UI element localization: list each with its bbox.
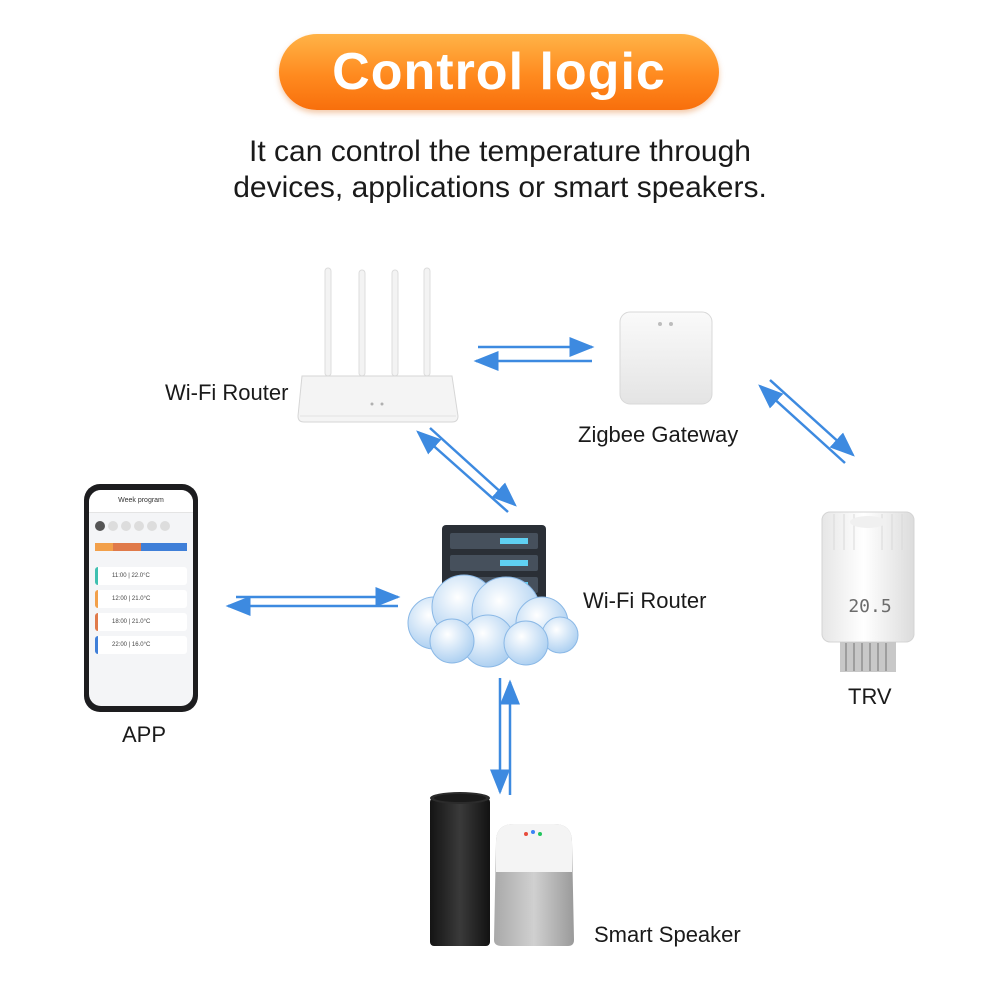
wifi-router-icon (297, 267, 459, 423)
page-title: Control logic (332, 43, 666, 101)
smart-speaker-icon (430, 792, 574, 946)
smart-speaker-label: Smart Speaker (594, 922, 741, 947)
schedule-row[interactable]: 18:00 | 21.0°C (95, 613, 187, 631)
cloud-server-icon (407, 525, 579, 668)
arrow-cloud-to-router (416, 430, 509, 513)
trv-label: TRV (848, 684, 892, 709)
trv-icon: 20.5 (821, 511, 915, 672)
schedule-row[interactable]: 22:00 | 16.0°C (95, 636, 187, 654)
arrow-gateway-to-trv (769, 379, 855, 457)
title-pill: Control logic (279, 34, 719, 110)
subtitle-line-1: It can control the temperature through (249, 135, 751, 168)
app-screen-header: Week program (89, 490, 193, 513)
schedule-row[interactable]: 12:00 | 21.0°C (95, 590, 187, 608)
day-selector (95, 521, 187, 531)
schedule-list: 11:00 | 22.0°C 12:00 | 21.0°C 18:00 | 21… (95, 567, 187, 654)
schedule-row[interactable]: 11:00 | 22.0°C (95, 567, 187, 585)
app-label: APP (122, 722, 167, 747)
trv-display: 20.5 (848, 596, 891, 617)
phone-icon: Week program 11:00 | 22.0°C 12:00 | 21.0… (84, 484, 198, 712)
arrow-router-to-cloud (429, 427, 517, 507)
zigbee-gateway-label: Zigbee Gateway (578, 422, 739, 447)
zigbee-gateway-icon (619, 311, 713, 405)
arrow-trv-to-gateway (758, 384, 846, 464)
wifi-router-label: Wi-Fi Router (165, 380, 289, 405)
cloud-server-label: Wi-Fi Router (583, 588, 707, 613)
subtitle-line-2: devices, applications or smart speakers. (233, 171, 767, 204)
schedule-bar (95, 543, 187, 551)
phone-screen: Week program 11:00 | 22.0°C 12:00 | 21.0… (89, 490, 193, 706)
